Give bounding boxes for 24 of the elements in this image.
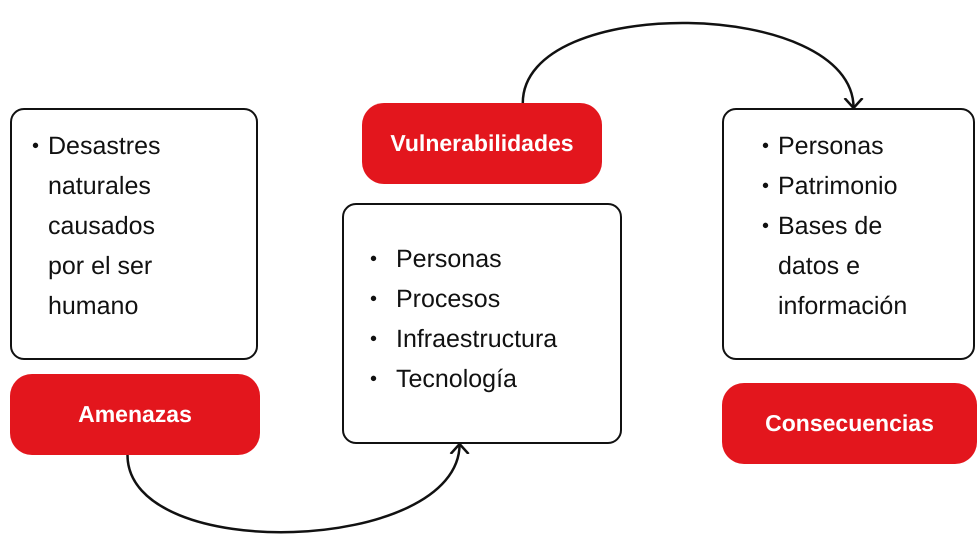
- bullet-mark: •: [370, 287, 378, 312]
- bullet-mark: •: [762, 134, 770, 159]
- curved-arrow: [126, 442, 468, 534]
- label-pill: Amenazas: [10, 374, 260, 455]
- list-item-text: Patrimonio: [778, 171, 898, 202]
- label-pill: Consecuencias: [722, 383, 977, 464]
- bullet-mark: •: [762, 174, 770, 199]
- bullet-mark: •: [370, 367, 378, 392]
- list-item-text: Infraestructura: [396, 324, 558, 355]
- list-item-text: Bases de datos e información: [778, 211, 908, 322]
- list-item-text: Tecnología: [396, 364, 517, 395]
- curved-arrow: [522, 22, 862, 110]
- list-box: [342, 203, 622, 444]
- list-box: [722, 108, 975, 360]
- list-item-text: Personas: [396, 244, 502, 275]
- bullet-mark: •: [762, 214, 770, 239]
- label-pill: Vulnerabilidades: [362, 103, 602, 184]
- list-item-text: Procesos: [396, 284, 500, 315]
- bullet-mark: •: [32, 134, 40, 159]
- list-box: [10, 108, 258, 360]
- bullet-mark: •: [370, 327, 378, 352]
- bullet-mark: •: [370, 247, 378, 272]
- list-item-text: Desastres naturales causados por el ser humano: [48, 131, 162, 322]
- list-item-text: Personas: [778, 131, 884, 162]
